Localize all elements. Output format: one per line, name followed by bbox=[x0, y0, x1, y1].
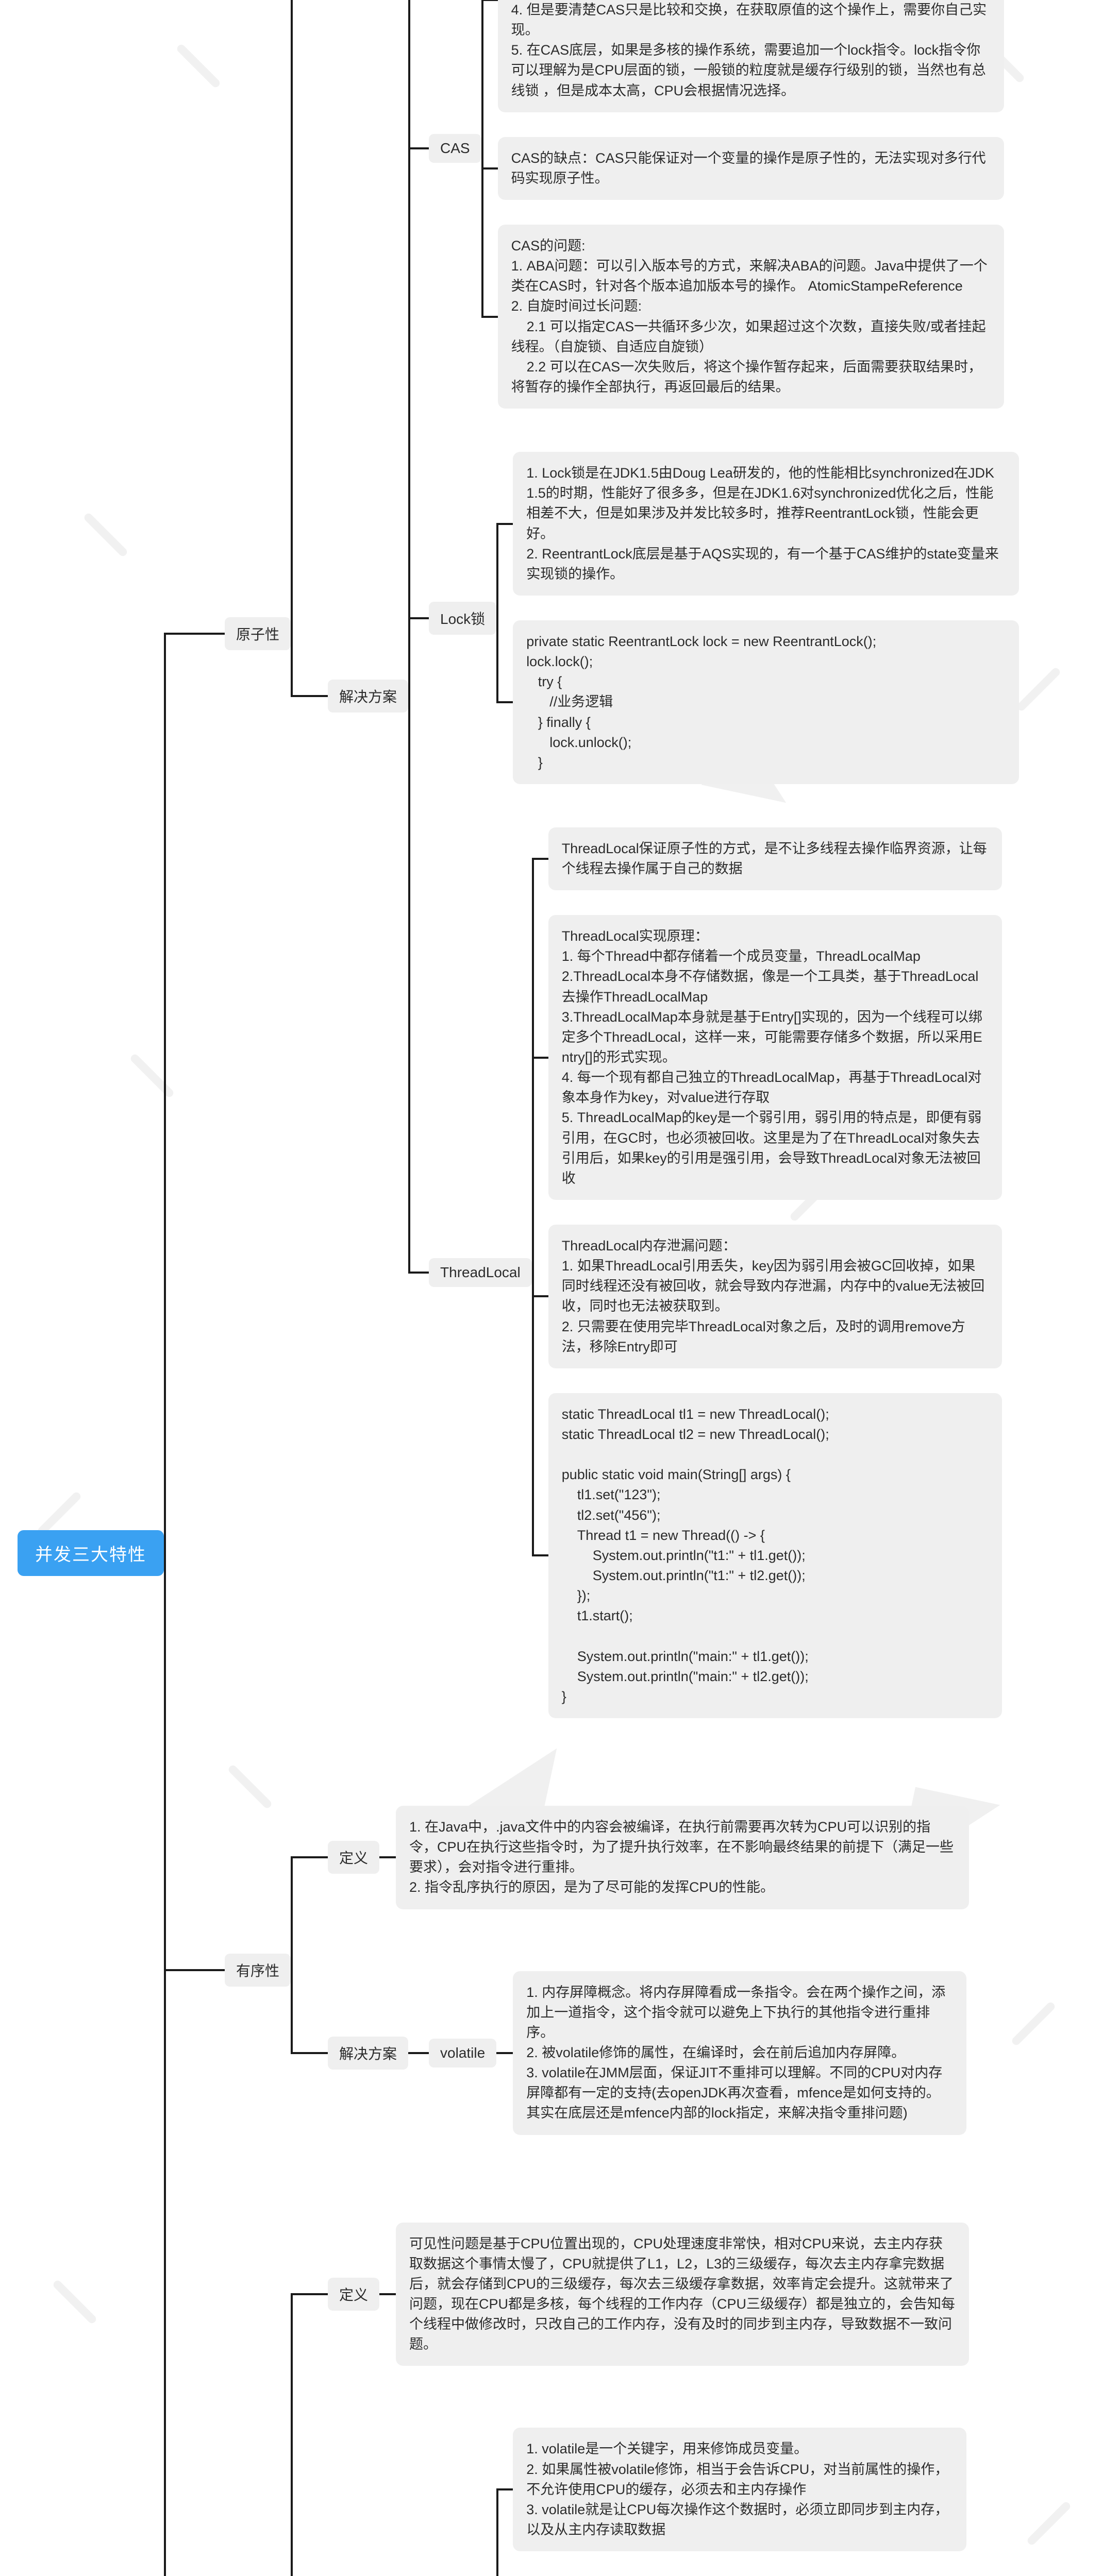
threadlocal-content-3[interactable]: ThreadLocal内存泄漏问题： 1. 如果ThreadLocal引用丢失，… bbox=[548, 1225, 1002, 1368]
watermark-stroke bbox=[1026, 2500, 1072, 2547]
cas-box: CAS的缺点：CAS只能保证对一个变量的操作是原子性的，无法实现对多行代码实现原… bbox=[481, 112, 1004, 200]
threadlocal-box: ThreadLocal实现原理： 1. 每个Thread中都存储着一个成员变量，… bbox=[531, 890, 1002, 1200]
cas-box: 1. compare and swap也就是比较和交换，他是一条CPU的并发原语… bbox=[481, 0, 1004, 113]
visibility-definition-content[interactable]: 可见性问题是基于CPU位置出现的，CPU处理速度非常快，相对CPU来说，去主内存… bbox=[396, 2222, 970, 2366]
ordering-definition-content[interactable]: 1. 在Java中，.java文件中的内容会被编译，在执行前需要再次转为CPU可… bbox=[396, 1805, 970, 1909]
ordering-definition-box: 1. 在Java中，.java文件中的内容会被编译，在执行前需要再次转为CPU可… bbox=[379, 1805, 970, 1909]
cas-content-1[interactable]: 1. compare and swap也就是比较和交换，他是一条CPU的并发原语… bbox=[497, 0, 1004, 112]
threadlocal-box: ThreadLocal保证原子性的方式，是不让多线程去操作临界资源，让每个线程去… bbox=[531, 827, 1002, 891]
ordering-definition-label[interactable]: 定义 bbox=[328, 1841, 380, 1874]
threadlocal-box: ThreadLocal内存泄漏问题： 1. 如果ThreadLocal引用丢失，… bbox=[531, 1200, 1002, 1368]
atomicity-solutions-group: 解决方案 synchronized synchronized可以 bbox=[291, 0, 1020, 1718]
visibility-volatile-box: 1. volatile是一个关键字，用来修饰成员变量。 2. 如果属性被vola… bbox=[496, 2428, 967, 2552]
lock-topic[interactable]: Lock锁 bbox=[429, 601, 497, 635]
cas-box: CAS的问题: 1. ABA问题：可以引入版本号的方式，来解决ABA的问题。Ja… bbox=[481, 199, 1004, 409]
threadlocal-code-content[interactable]: static ThreadLocal tl1 = new ThreadLocal… bbox=[548, 1393, 1002, 1718]
threadlocal-topic[interactable]: ThreadLocal bbox=[429, 1258, 532, 1287]
branch-atomicity-topic[interactable]: 原子性 bbox=[225, 617, 291, 650]
ordering-volatile-content[interactable]: 1. 内存屏障概念。将内存屏障看成一条指令。会在两个操作之间，添加上一道指令，这… bbox=[513, 1971, 967, 2135]
visibility-solutions-group: 解决方案 volatile 1. volatile是一个关键字， bbox=[291, 2366, 1007, 2576]
atomicity-solutions-label[interactable]: 解决方案 bbox=[328, 679, 409, 713]
threadlocal-content-1[interactable]: ThreadLocal保证原子性的方式，是不让多线程去操作临界资源，让每个线程去… bbox=[548, 827, 1002, 891]
lock-box: 1. Lock锁是在JDK1.5由Doug Lea研发的，他的性能相比synch… bbox=[496, 452, 1020, 596]
lock-box: private static ReentrantLock lock = new … bbox=[496, 595, 1020, 784]
watermark-stroke bbox=[1015, 666, 1062, 713]
branch-ordering: 有序性 定义 1. 在Java中，.java文件中的内容会被编译，在执行前需要再… bbox=[164, 1718, 1019, 2135]
ordering-solutions-label[interactable]: 解决方案 bbox=[328, 2036, 409, 2070]
visibility-volatile-content-1[interactable]: 1. volatile是一个关键字，用来修饰成员变量。 2. 如果属性被vola… bbox=[513, 2428, 967, 2552]
threadlocal-content-2[interactable]: ThreadLocal实现原理： 1. 每个Thread中都存储着一个成员变量，… bbox=[548, 915, 1002, 1200]
branch-visibility: 可见性 定义 可见性问题是基于CPU位置出现的，CPU处理速度非常快，相对CPU… bbox=[164, 2134, 1019, 2576]
threadlocal-box: static ThreadLocal tl1 = new ThreadLocal… bbox=[531, 1368, 1002, 1718]
branch-ordering-topic[interactable]: 有序性 bbox=[225, 1954, 291, 1987]
ordering-definition-group: 定义 1. 在Java中，.java文件中的内容会被编译，在执行前需要再次转为C… bbox=[291, 1805, 970, 1909]
mindmap-tree: 并发三大特性 原子性 定义 bbox=[18, 0, 1020, 2576]
ordering-volatile-box: 1. 内存屏障概念。将内存屏障看成一条指令。会在两个操作之间，添加上一道指令，这… bbox=[496, 1971, 967, 2135]
visibility-definition-label[interactable]: 定义 bbox=[328, 2277, 380, 2311]
visibility-definition-group: 定义 可见性问题是基于CPU位置出现的，CPU处理速度非常快，相对CPU来说，去… bbox=[291, 2222, 1007, 2366]
solution-cas: CAS 1. compare and swap也就是比较和交换，他是一条CPU的… bbox=[408, 0, 1019, 409]
visibility-definition-box: 可见性问题是基于CPU位置出现的，CPU处理速度非常快，相对CPU来说，去主内存… bbox=[379, 2222, 970, 2366]
cas-content-3[interactable]: CAS的问题: 1. ABA问题：可以引入版本号的方式，来解决ABA的问题。Ja… bbox=[497, 224, 1004, 409]
solution-ordering-volatile: volatile 1. 内存屏障概念。将内存屏障看成一条指令。会在两个操作之间，… bbox=[408, 1971, 967, 2135]
ordering-volatile-topic[interactable]: volatile bbox=[429, 2038, 497, 2067]
ordering-solutions-group: 解决方案 volatile 1. 内存屏障概念。将内存屏障看成一条 bbox=[291, 1909, 969, 2135]
lock-code-content[interactable]: private static ReentrantLock lock = new … bbox=[513, 620, 1020, 784]
solution-lock: Lock锁 1. Lock锁是在JDK1.5由Doug Lea研发的，他的性能相… bbox=[408, 409, 1020, 784]
solution-visibility-volatile: volatile 1. volatile是一个关键字，用来修饰成员变量。 2. … bbox=[408, 2428, 1007, 2576]
cas-content-2[interactable]: CAS的缺点：CAS只能保证对一个变量的操作是原子性的，无法实现对多行代码实现原… bbox=[497, 137, 1004, 200]
cas-topic[interactable]: CAS bbox=[429, 133, 481, 163]
branch-atomicity: 原子性 定义 原子性指一个操作是不可分割的，不可中断的， 一个线程在执行时，另一… bbox=[164, 0, 1020, 1718]
root-topic[interactable]: 并发三大特性 bbox=[18, 1530, 164, 1576]
lock-content-1[interactable]: 1. Lock锁是在JDK1.5由Doug Lea研发的，他的性能相比synch… bbox=[513, 452, 1020, 596]
solution-threadlocal: ThreadLocal ThreadLocal保证原子性的方式，是不让多线程去操… bbox=[408, 784, 1019, 1718]
